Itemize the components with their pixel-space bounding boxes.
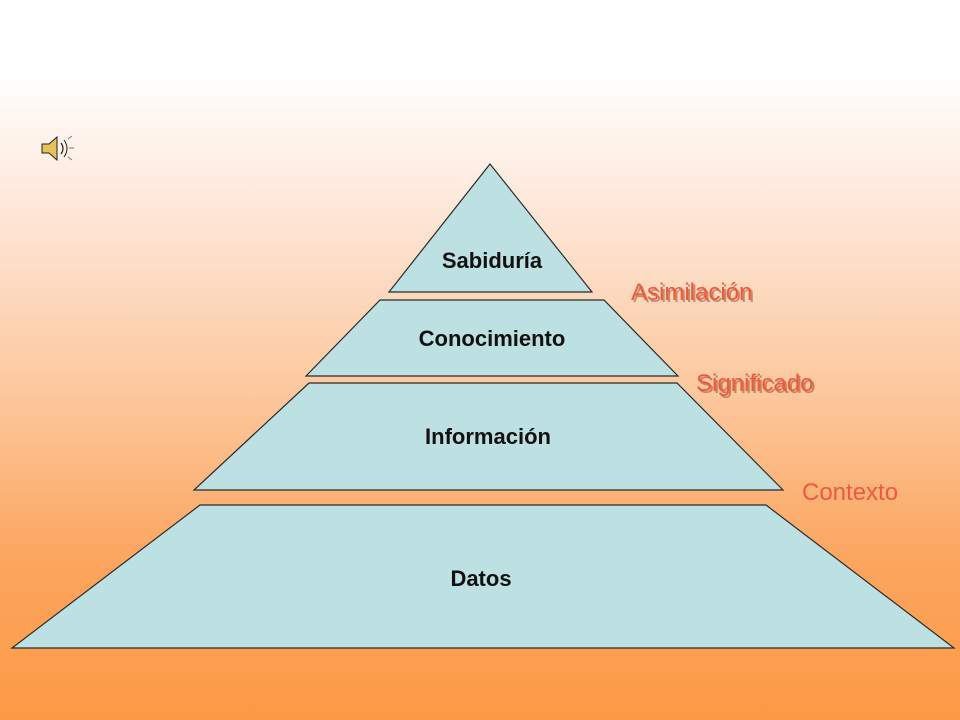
layer-label-conocimiento: Conocimiento [419, 326, 566, 351]
transition-asimilacion-shadow: Asimilación [633, 281, 754, 308]
layer-label-datos: Datos [450, 566, 511, 591]
transition-contexto: Contexto [802, 479, 898, 506]
transition-asimilacion: Asimilación [631, 279, 752, 306]
layer-conocimiento [304, 299, 680, 377]
transition-significado-shadow: Significado [698, 372, 815, 399]
transition-significado: Significado [696, 370, 813, 397]
layer-informacion [192, 382, 785, 491]
speaker-icon[interactable] [41, 135, 74, 162]
layer-label-informacion: Información [425, 424, 551, 449]
layer-datos [10, 504, 956, 649]
layer-sabiduria [387, 163, 594, 293]
layer-label-sabiduria: Sabiduría [442, 248, 543, 273]
